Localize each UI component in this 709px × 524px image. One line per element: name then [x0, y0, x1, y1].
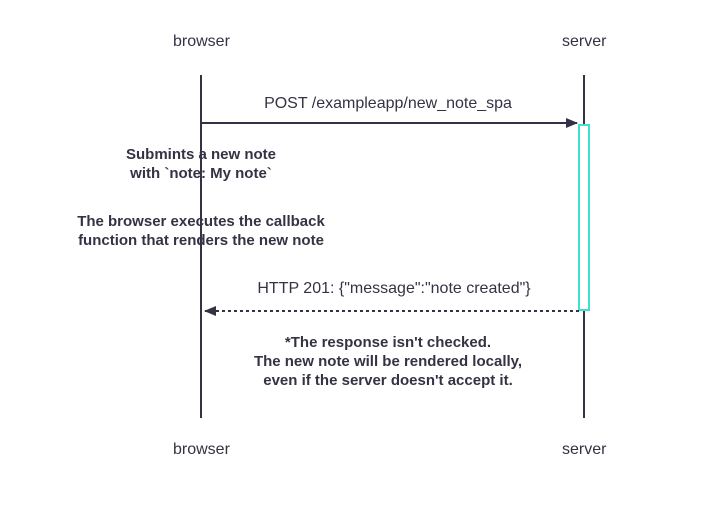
callback-note-line-2: function that renders the new note	[78, 232, 324, 249]
participant-server-bottom: server	[562, 441, 607, 458]
callback-note: The browser executes the callback functi…	[77, 212, 325, 250]
submit-note-line-2: with `note: My note`	[130, 165, 272, 182]
unchecked-note-line-3: even if the server doesn't accept it.	[263, 372, 513, 389]
submit-note-line-1: Submints a new note	[125, 146, 277, 163]
participant-browser-top: browser	[173, 33, 230, 50]
response-label: HTTP 201: {"message":"note created"}	[257, 280, 531, 297]
unchecked-note-line-2: The new note will be rendered locally,	[253, 353, 523, 370]
submit-note: Submints a new note with `note: My note`	[126, 145, 276, 183]
post-request-label: POST /exampleapp/new_note_spa	[264, 95, 512, 112]
participant-server-top: server	[562, 33, 607, 50]
participant-browser-bottom: browser	[173, 441, 230, 458]
callback-note-line-1: The browser executes the callback	[77, 213, 325, 230]
unchecked-note-line-1: *The response isn't checked.	[284, 334, 492, 351]
server-activation-box	[578, 124, 590, 311]
unchecked-response-note: *The response isn't checked. The new not…	[254, 333, 522, 390]
